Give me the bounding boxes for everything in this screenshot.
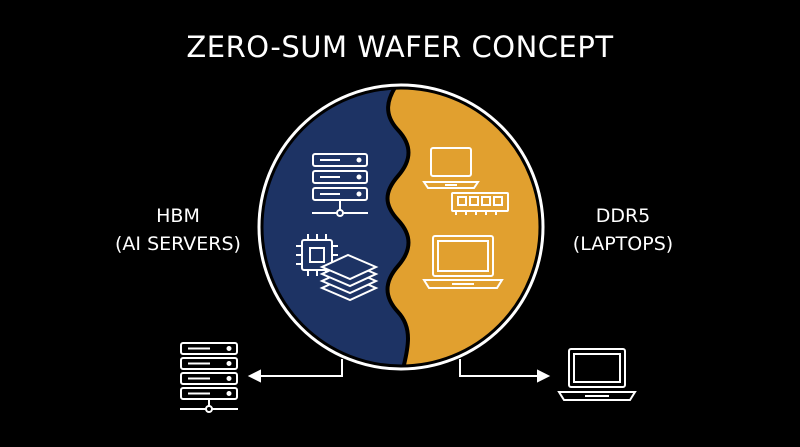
wafer-outline-inner: [260, 86, 542, 368]
wafer-halves: [262, 88, 540, 366]
wafer-outline: [257, 83, 545, 371]
hbm-label-line2: (AI SERVERS): [115, 233, 241, 255]
left-connector: [247, 359, 343, 383]
laptop-icon: [422, 147, 480, 189]
outside-server-rack-icon: [180, 342, 238, 413]
hbm-label: HBM (AI SERVERS): [98, 202, 258, 258]
memory-stack-icon: [319, 253, 379, 302]
wafer-divider: [385, 88, 411, 366]
diagram-title: ZERO-SUM WAFER CONCEPT: [186, 30, 614, 64]
ddr5-label-line2: (LAPTOPS): [572, 233, 674, 255]
ram-module-icon: [451, 192, 509, 215]
ddr5-half: [387, 88, 540, 366]
ddr5-label: DDR5 (LAPTOPS): [548, 202, 698, 258]
server-rack-icon: [312, 153, 368, 217]
outside-laptop-icon: [557, 348, 637, 401]
ddr5-label-line1: DDR5: [595, 205, 651, 227]
right-connector: [459, 359, 551, 383]
hbm-label-line1: HBM: [156, 205, 200, 227]
laptop-icon-large: [422, 235, 504, 289]
